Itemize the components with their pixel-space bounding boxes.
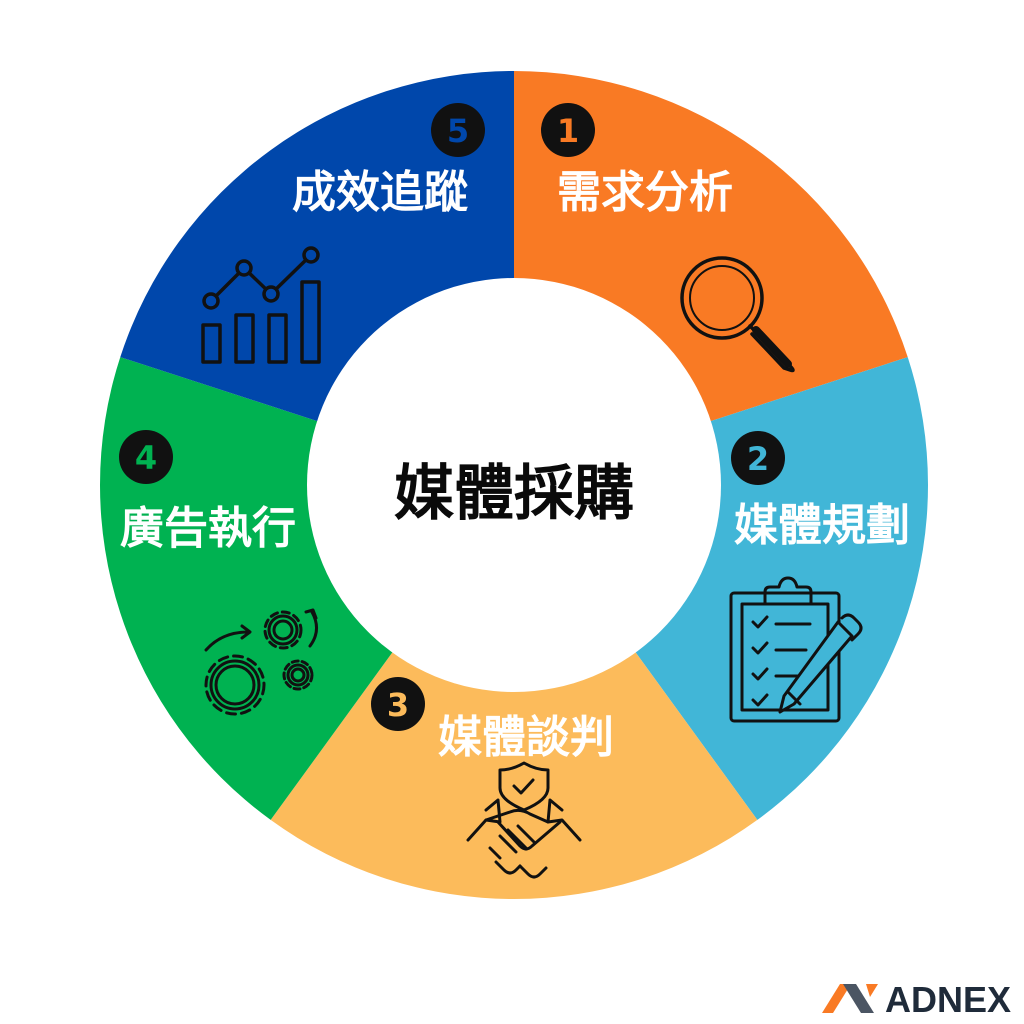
step-3: 3 媒體談判 bbox=[371, 677, 614, 879]
step-number-badge bbox=[731, 431, 785, 485]
step-4: 4 廣告執行 bbox=[119, 430, 318, 716]
step-number-badge bbox=[431, 103, 485, 157]
segment-ad-execution bbox=[100, 357, 397, 820]
center-circle bbox=[307, 278, 721, 692]
handshake-shield-icon bbox=[466, 761, 582, 879]
step-label: 媒體規劃 bbox=[734, 500, 910, 551]
step-label: 媒體談判 bbox=[438, 712, 614, 763]
step-label: 需求分析 bbox=[557, 167, 733, 218]
step-5: 5 成效追蹤 bbox=[201, 103, 485, 364]
center-title: 媒體採購 bbox=[394, 459, 634, 529]
brand-name: ADNEX bbox=[885, 979, 1011, 1020]
adnex-logo: ADNEX bbox=[822, 979, 1011, 1020]
step-number: 1 bbox=[557, 112, 579, 150]
segment-needs-analysis bbox=[514, 71, 908, 424]
step-number: 5 bbox=[447, 112, 469, 150]
step-number-badge bbox=[371, 677, 425, 731]
magnifier-icon bbox=[680, 256, 795, 373]
step-2: 2 媒體規劃 bbox=[729, 431, 910, 723]
step-label: 廣告執行 bbox=[120, 503, 296, 554]
step-label: 成效追蹤 bbox=[292, 167, 468, 218]
step-number: 2 bbox=[747, 440, 769, 478]
growth-chart-icon bbox=[201, 246, 321, 364]
step-1: 1 需求分析 bbox=[541, 103, 795, 373]
step-number: 3 bbox=[387, 686, 409, 724]
segment-media-planning bbox=[631, 357, 928, 820]
clipboard-checklist-icon bbox=[729, 576, 863, 723]
gears-icon bbox=[204, 608, 318, 716]
adnex-mark-icon bbox=[822, 984, 878, 1013]
step-number: 4 bbox=[135, 439, 157, 477]
step-number-badge bbox=[541, 103, 595, 157]
step-number-badge bbox=[119, 430, 173, 484]
